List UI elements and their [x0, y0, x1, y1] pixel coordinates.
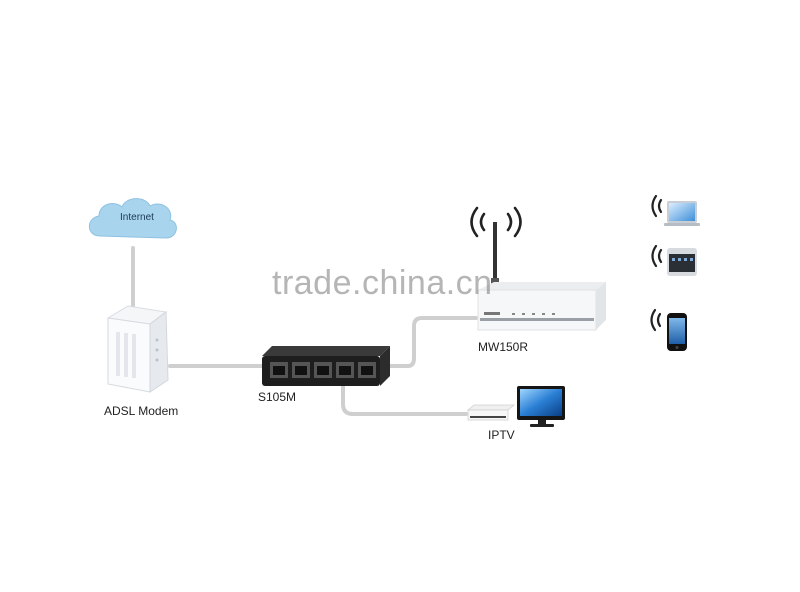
tv-icon — [517, 386, 565, 427]
switch-label: S105M — [258, 390, 297, 404]
internet-label: Internet — [120, 212, 154, 223]
cable-switch-router — [386, 316, 478, 368]
router-label: MW150R — [478, 340, 529, 354]
adsl-modem-icon — [106, 305, 169, 393]
laptop-wifi-icon — [651, 194, 663, 218]
cable-switch-iptv — [341, 378, 468, 416]
iptv-label: IPTV — [488, 428, 515, 442]
phone-wifi-icon — [650, 308, 662, 332]
tablet-device-icon — [651, 244, 697, 276]
watermark-text: trade.china.cn — [272, 264, 493, 302]
laptop-device-icon — [651, 194, 700, 226]
iptv-settop-box-icon — [466, 404, 516, 421]
internet-cloud-icon — [88, 198, 177, 239]
smartphone-device-icon — [650, 308, 687, 351]
router-mw150r-icon — [470, 206, 606, 331]
cables — [131, 246, 478, 416]
adsl-modem-label: ADSL Modem — [104, 404, 179, 418]
switch-s105m-icon — [262, 346, 390, 386]
tablet-wifi-icon — [651, 244, 663, 268]
router-wifi-signal-icon — [470, 206, 522, 238]
